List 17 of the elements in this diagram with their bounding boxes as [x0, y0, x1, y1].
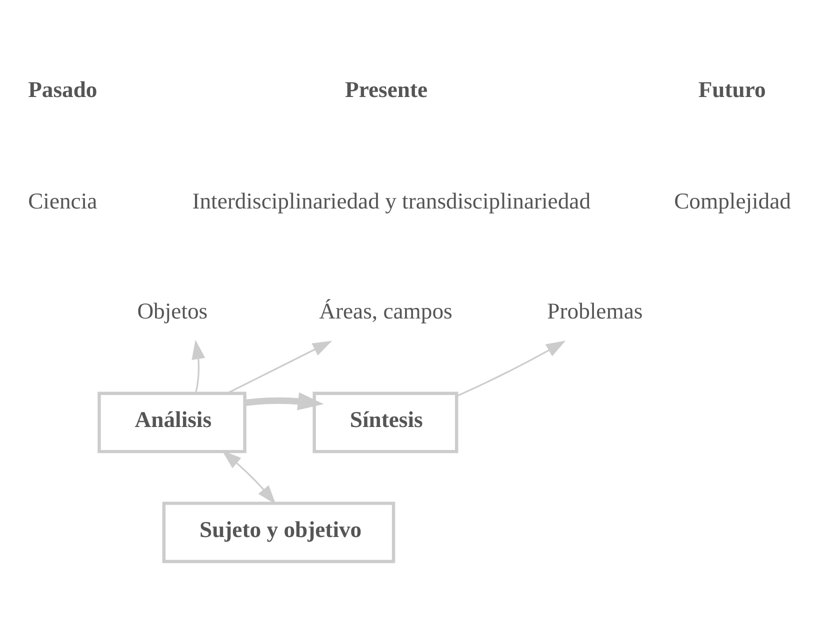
arrow	[192, 339, 206, 392]
label: Futuro	[698, 76, 766, 102]
arrow	[222, 450, 276, 504]
label: Complejidad	[674, 188, 791, 214]
node-text: Áreas, campos	[319, 298, 452, 323]
arrow	[244, 392, 324, 410]
node-box: Sujeto y objetivo	[162, 501, 396, 563]
node-text: Problemas	[547, 298, 643, 323]
label: Presente	[345, 76, 428, 102]
node-text: Objetos	[137, 298, 208, 323]
arrow	[226, 340, 332, 394]
node-box: Análisis	[98, 391, 246, 453]
arrow	[456, 340, 566, 396]
label: Ciencia	[28, 188, 98, 214]
label: Interdisciplinariedad y transdisciplinariedad	[192, 188, 591, 214]
node-box: Síntesis	[312, 391, 458, 453]
label: Pasado	[28, 76, 98, 102]
